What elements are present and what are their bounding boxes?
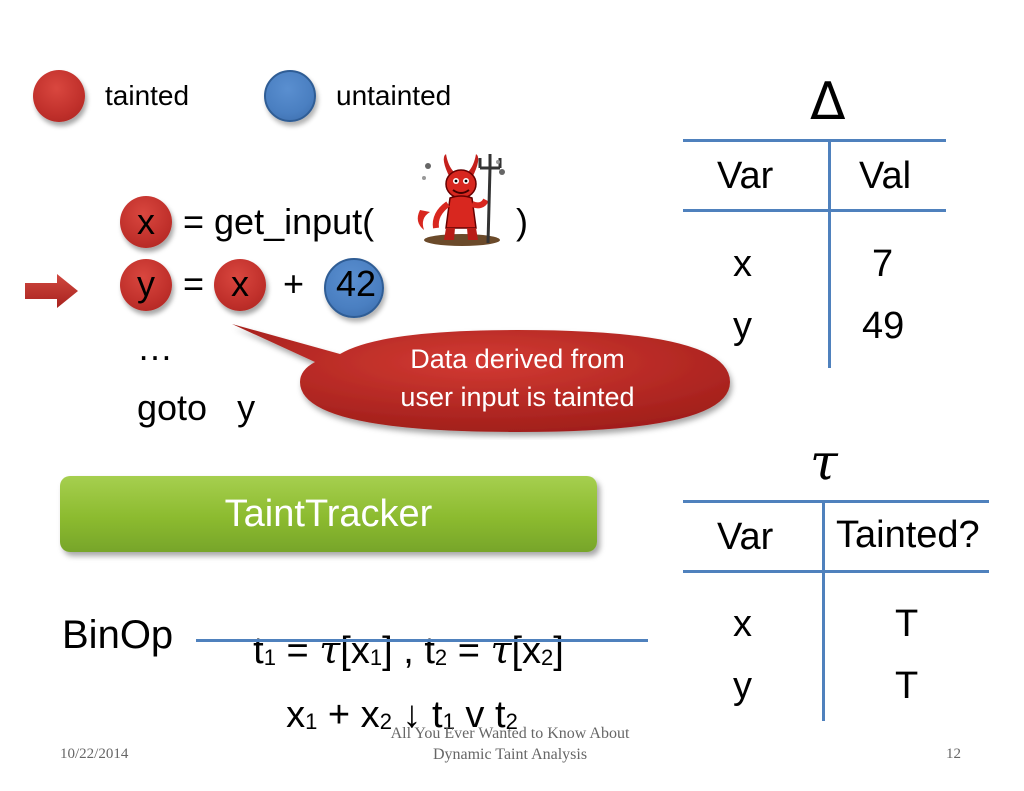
code-close-paren: ): [516, 201, 528, 242]
devil-icon: [410, 148, 515, 248]
code-equals: =: [183, 263, 205, 304]
untainted-42-bubble: [324, 258, 384, 318]
tau-row-x-var: x: [733, 603, 752, 645]
footer-title-line2: Dynamic Taint Analysis: [432, 746, 588, 763]
code-get-input: = get_input(: [183, 201, 375, 242]
premise-t2: t: [424, 630, 435, 672]
delta-header-var: Var: [717, 155, 774, 197]
untainted-legend-dot: [264, 70, 316, 122]
tau-top-line: [683, 500, 989, 503]
tau-row-y-tainted: T: [895, 665, 919, 707]
conclusion-or-t2: v t: [454, 694, 506, 736]
delta-header-line: [683, 209, 946, 212]
tainttracker-banner: TaintTracker: [60, 476, 597, 552]
premise-x1-close: ] ,: [382, 630, 425, 672]
tau-header-tainted: Tainted?: [836, 514, 980, 556]
premise-x2-close: ]: [553, 630, 564, 672]
delta-top-line: [683, 139, 946, 142]
rule-divider-line: [196, 639, 648, 642]
code-var-x: x: [137, 201, 155, 242]
code-goto: goto y: [137, 387, 256, 428]
conclusion-plus-x2: + x: [317, 694, 380, 736]
conclusion-x1: x: [286, 694, 306, 736]
callout-bubble: [230, 320, 740, 440]
footer-title-line1: All You Ever Wanted to Know About: [390, 725, 630, 742]
tainted-x-bubble: [120, 196, 172, 248]
premise-t2-sub: 2: [434, 645, 448, 670]
delta-row-y-var: y: [733, 305, 752, 347]
delta-symbol: Δ: [810, 72, 846, 132]
premise-x2-sub: 2: [541, 645, 554, 670]
conclusion-t2-sub: 2: [505, 709, 518, 734]
conclusion-t1-sub: 1: [442, 709, 455, 734]
untainted-legend-label: untainted: [336, 80, 452, 111]
premise-t1-sub: 1: [263, 645, 276, 670]
delta-row-x-val: 7: [872, 243, 894, 285]
premise-t1: t: [253, 630, 264, 672]
tainted-x-operand-bubble: [214, 259, 266, 311]
delta-header-val: Val: [859, 155, 912, 197]
binop-label: BinOp: [62, 613, 174, 657]
rule-conclusion: x1 + x2 ↓ t1 v t2: [265, 651, 518, 737]
footer-date: 10/22/2014: [60, 746, 129, 762]
code-ellipsis: …: [137, 327, 173, 368]
callout-text-line1: Data derived from: [410, 344, 625, 374]
footer-page-number: 12: [946, 746, 961, 762]
tainted-legend-label: tainted: [105, 80, 190, 111]
current-line-arrow-icon: [25, 272, 80, 310]
callout-text-line2: user input is tainted: [400, 382, 635, 412]
conclusion-arrow-t1: ↓ t: [391, 694, 443, 736]
tau-symbol: τ: [810, 433, 838, 491]
conclusion-x2-sub: 2: [379, 709, 392, 734]
delta-vertical-line: [828, 140, 831, 368]
delta-row-x-var: x: [733, 243, 752, 285]
code-var-y: y: [137, 263, 155, 304]
conclusion-x1-sub: 1: [305, 709, 318, 734]
tau-vertical-line: [822, 501, 825, 721]
premise-x2-open: [x: [511, 630, 542, 672]
tau-row-y-var: y: [733, 665, 752, 707]
tau-header-var: Var: [717, 516, 774, 558]
delta-row-y-val: 49: [862, 305, 905, 347]
code-operand-x: x: [231, 263, 249, 304]
code-plus: +: [283, 263, 305, 304]
tainted-legend-dot: [33, 70, 85, 122]
premise-x1-sub: 1: [369, 645, 383, 670]
tau-header-line: [683, 570, 989, 573]
code-constant-42: 42: [336, 263, 377, 304]
tau-row-x-tainted: T: [895, 603, 919, 645]
premise-x1-open: [x: [340, 630, 370, 672]
tainted-y-bubble: [120, 259, 172, 311]
